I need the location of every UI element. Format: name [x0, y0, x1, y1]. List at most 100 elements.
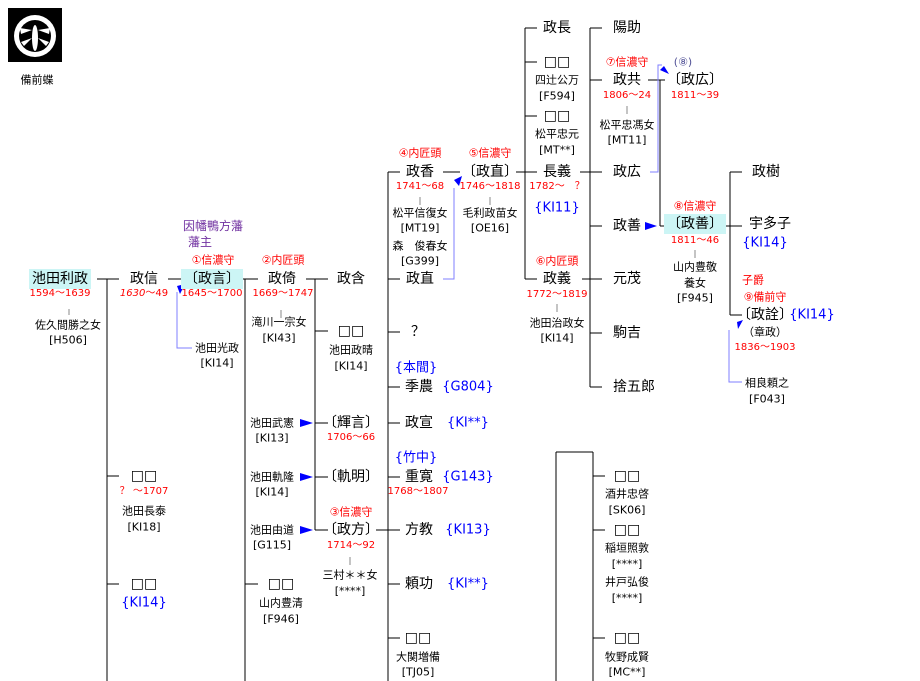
spouse-code: [MT11]: [607, 133, 647, 147]
code: [KI18]: [127, 520, 161, 534]
code: [KI13]: [255, 431, 289, 445]
code: [SK06]: [608, 503, 646, 517]
person-unknown: □□: [130, 576, 158, 592]
code: {KI11}: [534, 200, 580, 216]
spouse-code: [H506]: [49, 333, 87, 347]
spouse: 池田治政女: [529, 316, 585, 330]
code: [F043]: [749, 392, 785, 406]
rank: 子爵: [742, 273, 764, 287]
person-unknown: □□: [543, 108, 571, 124]
alternate-name: （章政）: [743, 325, 787, 339]
spouse: 松平忠馮女: [599, 118, 655, 132]
adopted-name: 池田長泰: [122, 504, 166, 518]
domain-label: 藩主: [187, 235, 213, 249]
person-masayoshi-sibling: 政善: [613, 218, 641, 234]
title: ⑧信濃守: [673, 199, 717, 213]
person-masaki: 政樹: [752, 164, 780, 180]
spouse: 三村＊＊女: [322, 568, 378, 582]
person-unknown: ？: [411, 324, 425, 340]
title: ④内匠頭: [398, 146, 442, 160]
person-unknown: □□: [130, 468, 158, 484]
person-unknown: □□: [543, 54, 571, 70]
code: [G115]: [252, 538, 292, 552]
adopted-name: 松平忠元: [535, 127, 579, 141]
code: [F594]: [539, 89, 575, 103]
title: ③信濃守: [329, 505, 373, 519]
title: ②内匠頭: [261, 253, 305, 267]
adopted-name: 牧野成賢: [605, 650, 649, 664]
person-masamichi: 〔政方〕: [323, 522, 379, 538]
adopted-family: {竹中}: [394, 450, 438, 466]
adopted-name: 稲垣照敦: [605, 541, 649, 555]
person-ikeda-mitsumasa: 池田光政: [195, 341, 239, 355]
code: {KI14}: [121, 595, 167, 611]
person-ikeda-toshimasa: 池田利政: [29, 269, 91, 289]
lifespan: 1811～46: [670, 235, 720, 246]
title: ⑦信濃守: [605, 55, 649, 69]
person-utako: 宇多子: [749, 216, 791, 232]
person-teruaki: 〔輝言〕: [323, 415, 379, 431]
lifespan: 1768～1807: [387, 486, 449, 497]
code: [****]: [611, 591, 643, 605]
lifespan: 1836～1903: [734, 342, 796, 353]
birth-father: 池田軌隆: [250, 470, 294, 484]
butterfly-crest-icon: [8, 8, 62, 62]
person-masayoshi: 政義: [543, 271, 571, 287]
person-komakichi: 駒吉: [613, 325, 641, 341]
person-masanobu: 政信: [130, 271, 158, 287]
person-masahiro-sibling: 政広: [613, 164, 641, 180]
person-masaka: 政香: [406, 164, 434, 180]
title: ①信濃守: [191, 253, 235, 267]
code: {G804}: [442, 379, 494, 395]
person-masanori: 〔政詮〕: [737, 307, 793, 323]
spouse-code: [F945]: [677, 291, 713, 305]
birth-father: 池田武憲: [250, 416, 294, 430]
person-unknown: □□: [337, 323, 365, 339]
code: [KI14]: [334, 359, 368, 373]
lifespan: 1594～1639: [29, 288, 91, 299]
code: [KI14]: [200, 356, 234, 370]
adopted-name: 池田政晴: [329, 343, 373, 357]
lifespan: ？ ～1707: [119, 486, 169, 497]
spouse-code: [KI14]: [540, 331, 574, 345]
person-sutegoro: 捨五郎: [613, 379, 655, 395]
crest-caption: 備前蝶: [20, 73, 54, 87]
spouse-code: [G399]: [400, 254, 440, 268]
lifespan: 1669～1747: [252, 288, 314, 299]
adopted-name: 大関増備: [396, 650, 440, 664]
lifespan: 1714～92: [326, 540, 376, 551]
title: (⑧): [673, 55, 693, 69]
person-noriaki: 〔軌明〕: [323, 469, 379, 485]
person-masanobu: 政宣: [405, 415, 433, 431]
lifespan-end: ～49: [145, 288, 169, 299]
person-suenori: 季農: [405, 379, 433, 395]
lifespan: 1630～49: [120, 289, 168, 299]
code: [TJ05]: [401, 665, 435, 679]
code: {KI**}: [447, 576, 489, 592]
code: [MT**]: [539, 143, 575, 157]
lifespan: 1741～68: [395, 181, 445, 192]
lifespan: 1782～ ？: [529, 181, 585, 192]
code: {KI**}: [447, 415, 489, 431]
spouse: 毛利政苗女: [462, 206, 518, 220]
person-shigehiro: 重寛: [405, 469, 433, 485]
spouse: 森 俊春女: [392, 239, 448, 253]
spouse: 山内豊敬: [673, 260, 717, 274]
lifespan: 1645～1700: [181, 288, 243, 299]
adopted-name: 四辻公万: [535, 73, 579, 87]
adopted-name: 酒井忠啓: [605, 487, 649, 501]
title: ⑨備前守: [743, 290, 787, 304]
person-masanori: 方教: [405, 522, 433, 538]
lifespan: 1746～1818: [459, 181, 521, 192]
birth-father: 相良頼之: [745, 376, 789, 390]
spouse-code: [MT19]: [400, 221, 440, 235]
code: {KI14}: [742, 235, 788, 251]
adopted-name: 井戸弘俊: [605, 575, 649, 589]
code: {KI13}: [445, 522, 491, 538]
person-unknown: □□: [404, 630, 432, 646]
person-unknown: □□: [267, 576, 295, 592]
code: [****]: [611, 557, 643, 571]
spouse: 佐久間勝之女: [35, 318, 101, 332]
